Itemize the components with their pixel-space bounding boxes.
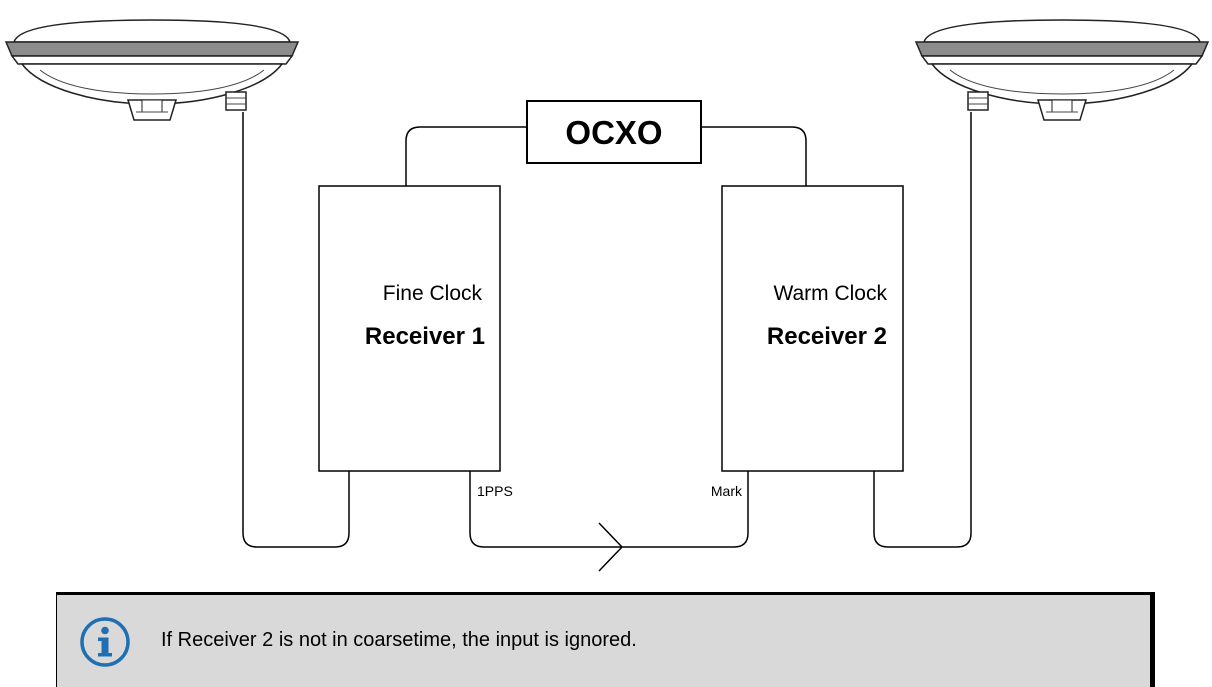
antenna-right bbox=[915, 19, 1209, 121]
receiver-2-box bbox=[721, 185, 904, 472]
ocxo-label: OCXO bbox=[565, 114, 662, 151]
info-note: If Receiver 2 is not in coarsetime, the … bbox=[56, 592, 1155, 687]
timing-diagram: OCXO Fine Clock Receiver 1 Warm Clock Re… bbox=[5, 19, 1209, 572]
cable-left-antenna bbox=[242, 112, 350, 548]
info-icon bbox=[80, 617, 130, 667]
antenna-left bbox=[5, 19, 299, 121]
ocxo-line-right bbox=[702, 126, 807, 186]
pps-to-mark-line bbox=[469, 471, 749, 548]
ocxo-line-left bbox=[405, 126, 527, 186]
signal-direction-arrow bbox=[598, 522, 624, 572]
receiver-1-box bbox=[318, 185, 501, 472]
cable-right-antenna bbox=[873, 112, 972, 548]
note-text: If Receiver 2 is not in coarsetime, the … bbox=[161, 629, 637, 651]
receiver-2-subtitle: Warm Clock bbox=[773, 282, 887, 305]
ocxo-box bbox=[526, 100, 702, 164]
receiver-1-title: Receiver 1 bbox=[365, 323, 485, 350]
receiver-2-title: Receiver 2 bbox=[767, 323, 887, 350]
port-label-mark: Mark bbox=[711, 483, 743, 499]
receiver-1-subtitle: Fine Clock bbox=[383, 282, 483, 305]
port-label-1pps: 1PPS bbox=[477, 483, 513, 499]
